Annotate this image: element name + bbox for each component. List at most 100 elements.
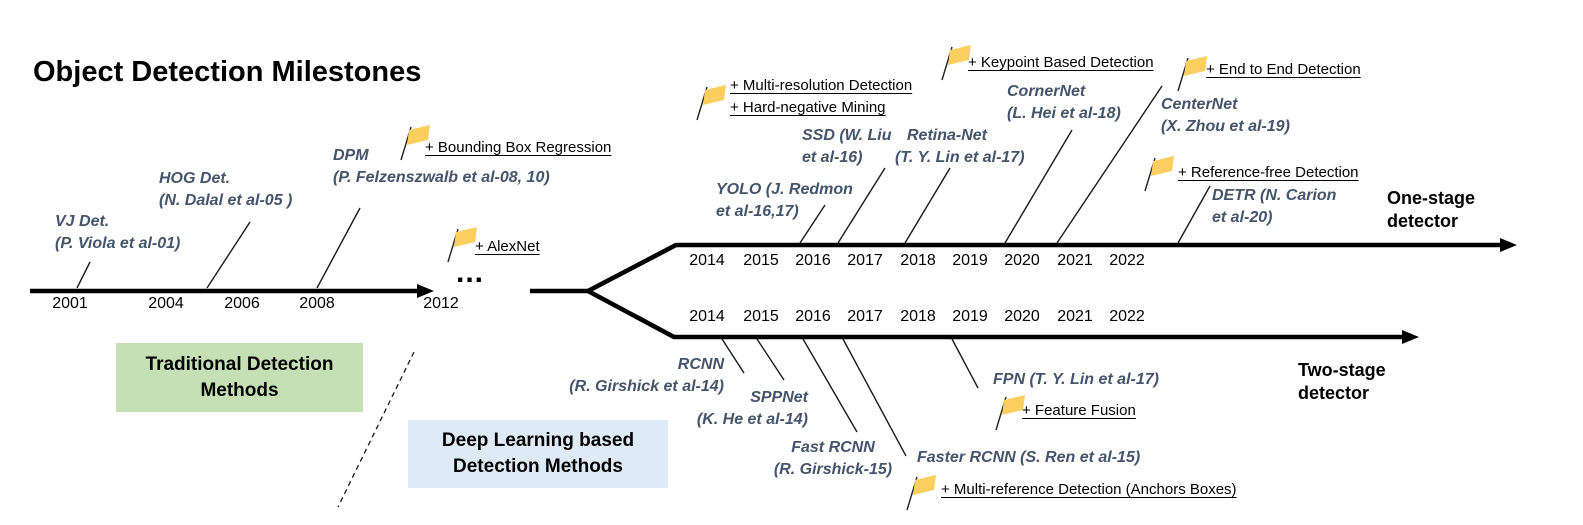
deep-learning-methods-label-line1: Deep Learning based [441, 430, 635, 451]
year-label: 2015 [743, 252, 779, 269]
milestone-detr: DETR (N. Carion et al-20) [1212, 185, 1336, 229]
milestone-citation: et al-16) [802, 149, 863, 166]
milestone-citation: et al-16,17) [716, 203, 799, 220]
year-label: 2018 [900, 308, 936, 325]
year-label: 2016 [795, 308, 831, 325]
milestone-citation: (P. Felzenszwalb et al-08, 10) [333, 169, 550, 186]
flag-label-multi-reference-detection: + Multi-reference Detection (Anchors Box… [941, 481, 1237, 498]
two-stage-detector-line1: Two-stage [1298, 360, 1386, 380]
one-stage-arrowhead [1500, 238, 1517, 252]
deep-learning-methods-box: Deep Learning based Detection Methods [408, 420, 668, 488]
milestone-citation: (R. Girshick et al-14) [569, 378, 724, 395]
two-stage-axis [586, 288, 1402, 340]
traditional-methods-box: Traditional Detection Methods [116, 343, 363, 412]
era-divider-dashed-line [337, 351, 415, 508]
traditional-methods-label-line2: Methods [200, 379, 279, 401]
year-label: 2001 [52, 295, 88, 312]
traditional-methods-label-line1: Traditional Detection [145, 353, 334, 375]
two-stage-detector-label: Two-stage detector [1298, 359, 1386, 405]
milestone-fpn: FPN (T. Y. Lin et al-17) [993, 369, 1159, 391]
one-stage-detector-label: One-stage detector [1387, 187, 1475, 233]
year-label: 2019 [952, 308, 988, 325]
year-label: 2018 [900, 252, 936, 269]
milestone-vj-det: VJ Det. (P. Viola et al-01) [55, 211, 180, 255]
year-label: 2017 [847, 308, 883, 325]
milestone-rcnn: RCNN (R. Girshick et al-14) [569, 354, 724, 398]
milestone-name: DPM [333, 147, 369, 164]
milestone-name: DETR (N. Carion [1212, 187, 1337, 204]
timeline-ellipsis: ... [456, 256, 485, 289]
milestone-citation: et al-20) [1212, 209, 1273, 226]
milestone-name: CornerNet [1007, 83, 1086, 100]
milestone-cornernet: CornerNet (L. Hei et al-18) [1007, 81, 1121, 125]
milestone-name: Faster RCNN (S. Ren et al-15) [917, 449, 1141, 466]
milestone-name: YOLO (J. Redmon [716, 181, 853, 198]
one-stage-axis [586, 242, 1500, 294]
year-label: 2012 [423, 295, 459, 312]
milestone-citation: (L. Hei et al-18) [1007, 105, 1121, 122]
flag-label-keypoint-based-detection: + Keypoint Based Detection [968, 54, 1154, 71]
year-label: 2022 [1109, 252, 1145, 269]
milestone-yolo: YOLO (J. Redmon et al-16,17) [716, 179, 853, 223]
one-stage-detector-line2: detector [1387, 211, 1459, 231]
two-stage-detector-line2: detector [1298, 383, 1370, 403]
milestone-ssd: SSD (W. Liu et al-16) [802, 125, 891, 169]
year-label: 2006 [224, 295, 260, 312]
deep-learning-methods-label-line2: Detection Methods [453, 456, 623, 477]
year-label: 2020 [1004, 252, 1040, 269]
flag-label-hard-negative-mining: + Hard-negative Mining [730, 99, 886, 116]
diagram-title: Object Detection Milestones [33, 56, 422, 88]
milestone-name: RCNN [677, 356, 724, 373]
milestone-name: FPN (T. Y. Lin et al-17) [993, 371, 1159, 388]
flag-icon [696, 84, 727, 121]
year-label: 2019 [952, 252, 988, 269]
callout-lines [76, 85, 1211, 457]
year-label: 2017 [847, 252, 883, 269]
year-label: 2004 [148, 295, 184, 312]
flag-icon [906, 474, 937, 511]
year-label: 2014 [689, 308, 725, 325]
milestone-name: Retina-Net [907, 127, 988, 144]
flag-icon [995, 394, 1026, 431]
flag-label-multi-resolution-detection: + Multi-resolution Detection [730, 77, 913, 94]
year-label: 2022 [1109, 308, 1145, 325]
flag-label-feature-fusion: + Feature Fusion [1022, 402, 1136, 419]
flag-label-end-to-end-detection: + End to End Detection [1206, 61, 1361, 78]
milestone-name: CenterNet [1161, 96, 1238, 113]
one-stage-detector-line1: One-stage [1387, 188, 1476, 208]
milestone-name: HOG Det. [159, 170, 231, 187]
year-label: 2020 [1004, 308, 1040, 325]
milestone-fast-rcnn: Fast RCNN (R. Girshick-15) [763, 437, 903, 481]
milestone-dpm: DPM (P. Felzenszwalb et al-08, 10) [333, 145, 550, 189]
flag-label-reference-free-detection: + Reference-free Detection [1178, 164, 1359, 181]
milestone-citation: (N. Dalal et al-05 ) [159, 192, 293, 209]
milestone-faster-rcnn: Faster RCNN (S. Ren et al-15) [917, 447, 1140, 469]
flag-icon [1177, 55, 1208, 92]
milestone-citation: (R. Girshick-15) [773, 461, 893, 478]
flag-label-alexnet: + AlexNet [475, 238, 540, 255]
milestone-centernet: CenterNet (X. Zhou et al-19) [1161, 94, 1290, 138]
year-label: 2021 [1057, 252, 1093, 269]
main-timeline-arrowhead [417, 284, 434, 298]
milestone-name: SSD (W. Liu [802, 127, 892, 144]
milestone-sppnet: SPPNet (K. He et al-14) [697, 387, 808, 431]
year-label: 2015 [743, 308, 779, 325]
milestone-retina-net: Retina-Net (T. Y. Lin et al-17) [895, 125, 1025, 169]
milestone-name: VJ Det. [55, 213, 110, 230]
year-label: 2008 [299, 295, 335, 312]
milestone-citation: (T. Y. Lin et al-17) [895, 149, 1025, 166]
flag-icon [1144, 155, 1175, 192]
milestone-citation: (X. Zhou et al-19) [1161, 118, 1290, 135]
flag-label-bounding-box-regression: + Bounding Box Regression [425, 139, 612, 156]
year-label: 2014 [689, 252, 725, 269]
milestone-citation: (P. Viola et al-01) [55, 235, 181, 252]
milestone-name: SPPNet [750, 389, 808, 406]
two-stage-arrowhead [1402, 330, 1419, 344]
flag-icon [941, 44, 972, 81]
milestone-hog-det: HOG Det. (N. Dalal et al-05 ) [159, 168, 292, 212]
year-label: 2016 [795, 252, 831, 269]
milestone-name: Fast RCNN [791, 439, 875, 456]
milestone-citation: (K. He et al-14) [696, 411, 808, 428]
